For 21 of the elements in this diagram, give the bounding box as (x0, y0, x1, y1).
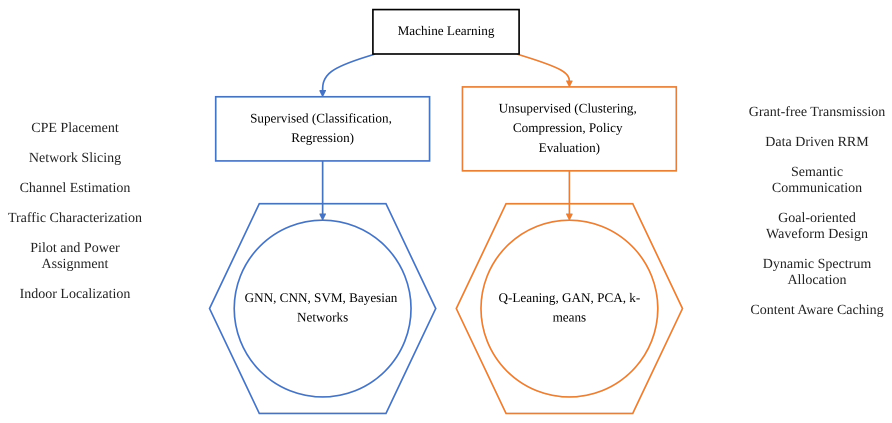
application-label: Dynamic Spectrum Allocation (762, 256, 872, 288)
application-label: Network Slicing (28, 150, 122, 166)
node-box: Machine Learning (372, 8, 520, 55)
arrow (319, 160, 326, 220)
application-label: CPE Placement (30, 120, 120, 136)
node-circle: GNN, CNN, SVM, Bayesian Networks (233, 219, 412, 398)
application-label: Content Aware Caching (749, 302, 885, 318)
application-label: Goal-oriented Waveform Design (765, 210, 869, 242)
application-label: Grant-free Transmission (748, 104, 886, 120)
node-box: Supervised (Classification, Regression) (214, 96, 430, 162)
node-box: Unsupervised (Clustering, Compression, Policy Evaluation) (462, 86, 678, 172)
arrow (566, 170, 573, 220)
arrow (319, 53, 376, 98)
application-label: Data Driven RRM (764, 134, 870, 150)
application-label: Semantic Communication (770, 164, 864, 196)
application-label: Traffic Characterization (6, 210, 144, 226)
application-label: Indoor Localization (18, 286, 132, 302)
application-label: Channel Estimation (18, 180, 132, 196)
arrow (516, 53, 573, 88)
application-label: Pilot and Power Assignment (29, 240, 121, 272)
node-circle: Q-Leaning, GAN, PCA, k-means (480, 219, 659, 398)
